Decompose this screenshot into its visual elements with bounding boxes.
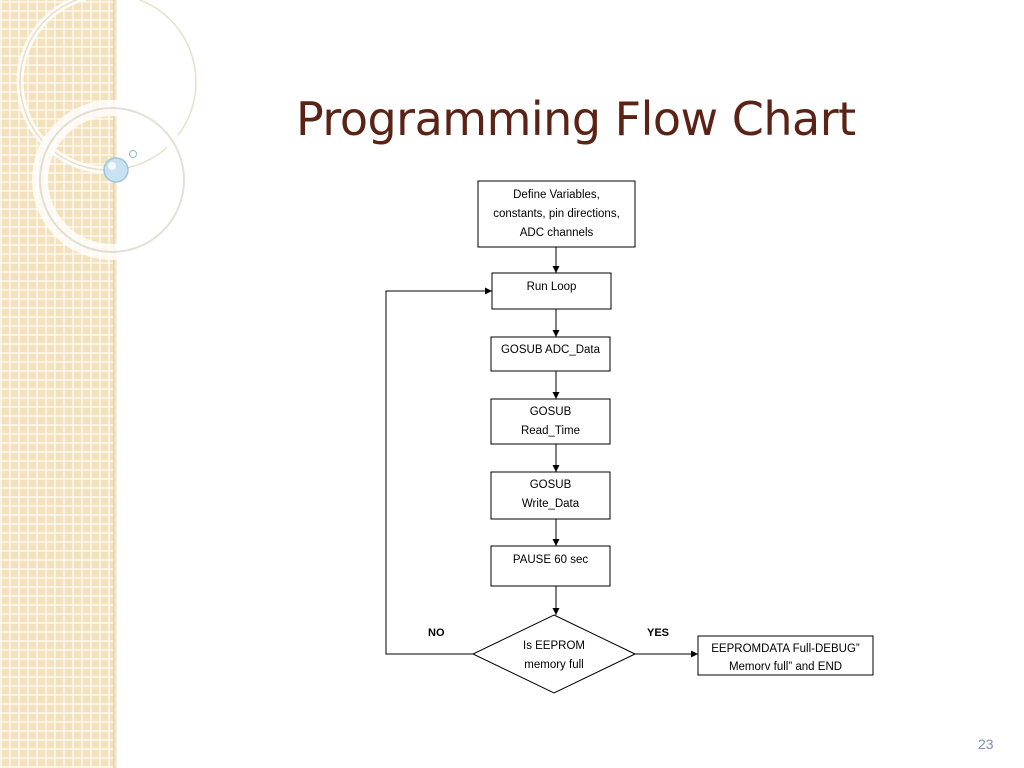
no-label: NO xyxy=(428,627,445,639)
gosub-adc-box: GOSUB ADC_Data xyxy=(490,336,611,372)
gosub-adc-label: GOSUB ADC_Data xyxy=(501,344,601,356)
run-loop-label: Run Loop xyxy=(527,281,577,293)
decorative-rings xyxy=(16,0,200,260)
gosub-write-data-box: GOSUB Write_Data xyxy=(490,471,611,520)
read-time-line-1: GOSUB xyxy=(530,406,572,418)
page-number: 23 xyxy=(978,736,994,752)
sidebar-edge xyxy=(113,0,117,768)
gosub-read-time-box: GOSUB Read_Time xyxy=(490,398,611,445)
define-line-3: ADC channels xyxy=(520,227,594,239)
connector-arrows xyxy=(385,247,698,658)
define-line-2: constants, pin directions, xyxy=(493,208,620,220)
yes-label: YES xyxy=(647,627,669,639)
pause-label: PAUSE 60 sec xyxy=(513,554,588,566)
decision-line-2: memory full xyxy=(524,659,583,671)
eeprom-decision-diamond: Is EEPROM memory full xyxy=(471,614,637,694)
decision-line-1: Is EEPROM xyxy=(523,640,585,652)
write-data-line-1: GOSUB xyxy=(530,479,572,491)
end-box: EEPROMDATA Full-DEBUG” Memorv full” and … xyxy=(697,635,874,676)
slide-title: Programming Flow Chart xyxy=(296,92,856,146)
arrow-no-loop-back xyxy=(385,287,492,655)
end-line-1: EEPROMDATA Full-DEBUG” xyxy=(711,643,860,655)
read-time-line-2: Read_Time xyxy=(521,425,580,437)
define-variables-box: Define Variables, constants, pin directi… xyxy=(477,180,636,248)
define-line-1: Define Variables, xyxy=(513,189,600,201)
run-loop-box: Run Loop xyxy=(491,272,612,310)
pause-box: PAUSE 60 sec xyxy=(490,545,611,587)
write-data-line-2: Write_Data xyxy=(522,498,580,510)
end-line-2: Memorv full” and END xyxy=(729,661,842,673)
